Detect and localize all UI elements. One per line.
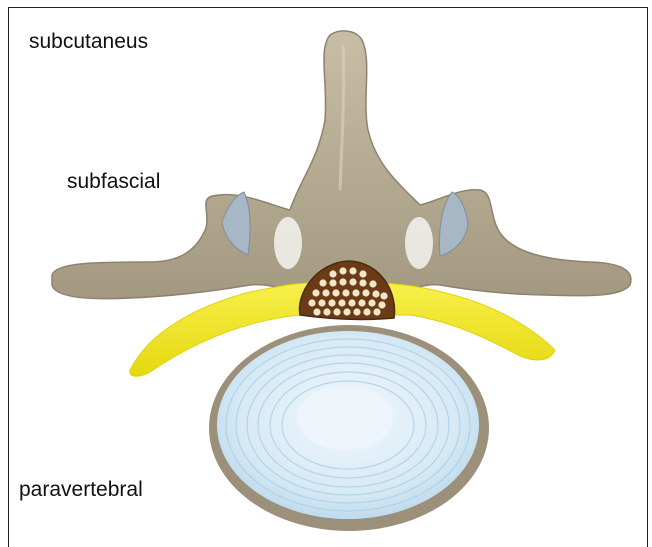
label-paravertebral: paravertebral [19,478,143,502]
nucleus-pulposus [297,386,393,450]
label-subcutaneus: subcutaneus [29,30,148,54]
label-subfascial: subfascial [67,170,160,194]
